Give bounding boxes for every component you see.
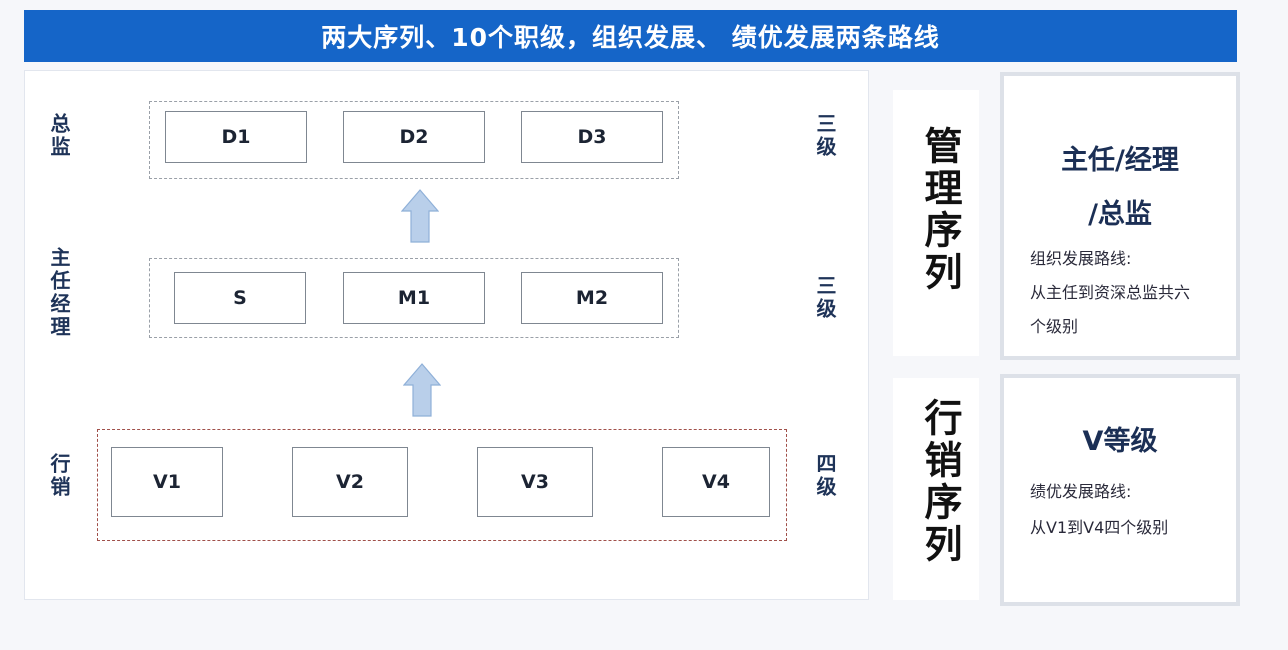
- level-v2: V2: [292, 447, 408, 517]
- level-s: S: [174, 272, 306, 324]
- sales-sequence-label: 行销序列: [918, 398, 962, 566]
- sales-card-desc: 绩优发展路线: 从V1到V4四个级别: [1030, 474, 1210, 546]
- sales-desc-line-1: 绩优发展路线:: [1030, 482, 1132, 501]
- count-manager: 三级: [813, 275, 837, 321]
- level-d1: D1: [165, 111, 307, 163]
- count-director: 三级: [813, 113, 837, 159]
- management-card-title-cont: /总监: [1088, 199, 1152, 230]
- sales-level-group: [97, 429, 787, 541]
- sales-desc-line-2: 从V1到V4四个级别: [1030, 518, 1169, 537]
- level-m1: M1: [343, 272, 485, 324]
- sales-card-title: V等级: [1082, 426, 1158, 457]
- sales-sequence-panel: [893, 378, 979, 600]
- level-d3: D3: [521, 111, 663, 163]
- management-card-title: 主任/经理: [1061, 145, 1179, 176]
- label-manager: 主任经理: [47, 247, 71, 339]
- management-desc-line-3: 个级别: [1030, 317, 1079, 336]
- management-desc-line-1: 组织发展路线:: [1030, 249, 1132, 268]
- management-sequence-panel: [893, 90, 979, 356]
- banner-title: 两大序列、10个职级，组织发展、 绩优发展两条路线: [24, 10, 1237, 62]
- career-path-diagram: 总监 D1 D2 D3 三级 主任经理 S M1 M2 三级 行销 V1 V2 …: [24, 70, 869, 600]
- sales-info-card: V等级 绩优发展路线: 从V1到V4四个级别: [1000, 374, 1240, 606]
- arrow-up-icon: [403, 363, 441, 417]
- director-level-group: [149, 101, 679, 179]
- level-v4: V4: [662, 447, 770, 517]
- level-v3: V3: [477, 447, 593, 517]
- management-card-desc: 组织发展路线: 从主任到资深总监共六 个级别: [1030, 242, 1210, 344]
- management-sequence-label: 管理序列: [918, 126, 962, 294]
- level-v1: V1: [111, 447, 223, 517]
- management-desc-line-2: 从主任到资深总监共六: [1030, 283, 1191, 302]
- label-director: 总监: [47, 113, 71, 159]
- manager-level-group: [149, 258, 679, 338]
- label-sales: 行销: [47, 453, 71, 499]
- arrow-up-icon: [401, 189, 439, 243]
- level-d2: D2: [343, 111, 485, 163]
- count-sales: 四级: [813, 453, 837, 499]
- level-m2: M2: [521, 272, 663, 324]
- management-info-card: 主任/经理 /总监 组织发展路线: 从主任到资深总监共六 个级别: [1000, 72, 1240, 360]
